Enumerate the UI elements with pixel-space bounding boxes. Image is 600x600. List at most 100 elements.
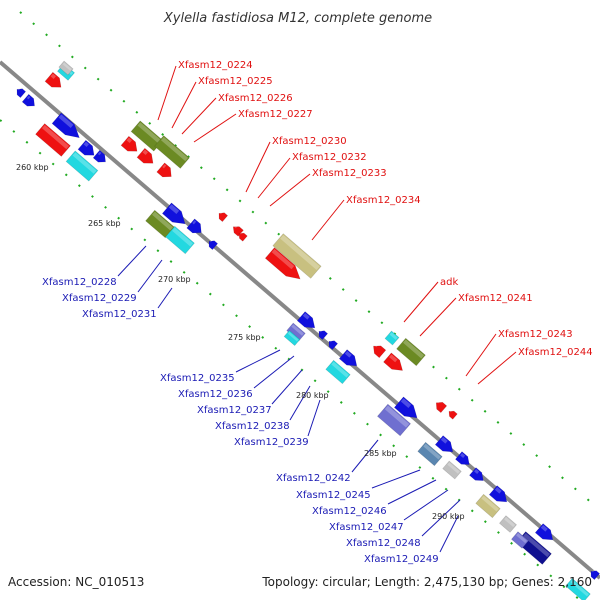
topology-text: Topology: circular; Length: 2,475,130 bp… xyxy=(261,575,592,589)
gene-0248b[interactable] xyxy=(488,485,510,507)
gene-0249b[interactable] xyxy=(511,531,529,549)
gene-0244-highlight xyxy=(449,410,453,413)
gene-260b[interactable] xyxy=(35,123,71,157)
gene-0233[interactable] xyxy=(237,231,248,242)
gene-260c[interactable] xyxy=(77,139,98,160)
leader-0249 xyxy=(439,515,459,553)
gene-0232-highlight xyxy=(234,225,238,229)
gene-label-xfasm12-0232[interactable]: Xfasm12_0232 xyxy=(292,152,367,163)
gene-label-xfasm12-0245[interactable]: Xfasm12_0245 xyxy=(296,490,371,501)
gene-0239[interactable] xyxy=(325,359,351,385)
leader-0227 xyxy=(193,113,237,143)
gene-edge-a[interactable] xyxy=(565,577,591,600)
gene-label-xfasm12-0247[interactable]: Xfasm12_0247 xyxy=(329,522,404,533)
leader-0246 xyxy=(387,479,437,505)
gene-0247[interactable] xyxy=(469,467,486,485)
gene-label-xfasm12-0238[interactable]: Xfasm12_0238 xyxy=(215,421,290,432)
gene-top-c[interactable] xyxy=(58,60,74,76)
gene-0246[interactable] xyxy=(455,451,472,469)
gene-label-xfasm12-0225[interactable]: Xfasm12_0225 xyxy=(198,76,273,87)
gene-0245[interactable] xyxy=(417,441,443,467)
gene-label-xfasm12-0241[interactable]: Xfasm12_0241 xyxy=(458,293,533,304)
gene-0236b[interactable] xyxy=(283,329,301,347)
gene-0231b-highlight xyxy=(192,220,197,225)
kbp-290: 290 kbp xyxy=(432,512,465,521)
gene-0234b[interactable] xyxy=(264,247,304,285)
gene-0244[interactable] xyxy=(447,409,458,420)
leader-0242 xyxy=(351,439,379,473)
gene-label-xfasm12-0244[interactable]: Xfasm12_0244 xyxy=(518,347,593,358)
gene-260a[interactable] xyxy=(51,112,84,143)
gene-0231[interactable] xyxy=(161,202,189,229)
gene-0245c[interactable] xyxy=(442,460,462,480)
gene-260g[interactable] xyxy=(21,93,38,109)
gene-260e[interactable] xyxy=(92,149,109,165)
gene-label-xfasm12-0231[interactable]: Xfasm12_0231 xyxy=(82,309,157,320)
gene-0228[interactable] xyxy=(145,209,175,239)
gene-label-xfasm12-0235[interactable]: Xfasm12_0235 xyxy=(160,373,235,384)
gene-label-xfasm12-0242[interactable]: Xfasm12_0242 xyxy=(276,473,351,484)
gene-label-xfasm12-0234[interactable]: Xfasm12_0234 xyxy=(346,195,421,206)
gene-0236[interactable] xyxy=(296,311,318,333)
gene-label-xfasm12-0236[interactable]: Xfasm12_0236 xyxy=(178,389,253,400)
gene-label-xfasm12-0239[interactable]: Xfasm12_0239 xyxy=(234,437,309,448)
gene-label-xfasm12-0230[interactable]: Xfasm12_0230 xyxy=(272,136,347,147)
gene-0237[interactable] xyxy=(316,328,329,341)
gene-0248[interactable] xyxy=(475,493,501,519)
gene-0241c[interactable] xyxy=(383,352,407,375)
gene-0241c-highlight xyxy=(389,354,398,363)
gene-0248c[interactable] xyxy=(499,515,517,533)
gene-label-xfasm12-0246[interactable]: Xfasm12_0246 xyxy=(312,506,387,517)
gene-0227[interactable] xyxy=(136,147,157,168)
gene-0235[interactable] xyxy=(286,322,306,342)
gene-label-xfasm12-0249[interactable]: Xfasm12_0249 xyxy=(364,554,439,565)
gene-0225[interactable] xyxy=(154,135,190,169)
gene-label-xfasm12-0243[interactable]: Xfasm12_0243 xyxy=(498,329,573,340)
leader-0234 xyxy=(311,199,345,241)
gene-adk[interactable] xyxy=(384,330,400,346)
gene-260f-highlight xyxy=(18,87,21,91)
gene-260f[interactable] xyxy=(14,86,27,99)
gene-0227b[interactable] xyxy=(156,162,175,181)
gene-0248-highlight xyxy=(481,495,499,512)
gene-0245c-highlight xyxy=(447,462,460,474)
gene-label-xfasm12-0248[interactable]: Xfasm12_0248 xyxy=(346,538,421,549)
gene-260e-highlight xyxy=(97,151,102,156)
gene-label-xfasm12-0228[interactable]: Xfasm12_0228 xyxy=(42,277,117,288)
gene-label-adk[interactable]: adk xyxy=(440,277,458,288)
gene-label-xfasm12-0227[interactable]: Xfasm12_0227 xyxy=(238,109,313,120)
gene-0241b[interactable] xyxy=(370,342,387,359)
gene-0238[interactable] xyxy=(338,349,360,371)
gene-label-xfasm12-0224[interactable]: Xfasm12_0224 xyxy=(178,60,253,71)
gene-0231c[interactable] xyxy=(206,238,219,251)
gene-0241[interactable] xyxy=(396,337,426,367)
gene-0237b[interactable] xyxy=(326,338,339,351)
gene-0242b[interactable] xyxy=(393,396,421,423)
gene-0243[interactable] xyxy=(433,399,448,414)
gene-0249b-highlight xyxy=(516,533,528,544)
gene-0245b[interactable] xyxy=(434,435,456,457)
gene-260d[interactable] xyxy=(65,150,99,182)
gene-0236b-highlight xyxy=(287,331,299,342)
gene-adk-highlight xyxy=(389,332,398,340)
gene-edge-b[interactable] xyxy=(588,568,600,581)
gene-0246-highlight xyxy=(460,453,466,458)
leader-0225 xyxy=(171,81,197,129)
gene-label-xfasm12-0233[interactable]: Xfasm12_0233 xyxy=(312,168,387,179)
gene-0224[interactable] xyxy=(130,120,164,152)
gene-top-a[interactable] xyxy=(44,71,65,92)
leader-0231 xyxy=(157,287,173,309)
gene-0229[interactable] xyxy=(165,225,195,255)
gene-0234[interactable] xyxy=(272,233,322,279)
gene-label-xfasm12-0226[interactable]: Xfasm12_0226 xyxy=(218,93,293,104)
gene-label-xfasm12-0229[interactable]: Xfasm12_0229 xyxy=(62,293,137,304)
gene-0231b[interactable] xyxy=(186,218,205,237)
leader-0248 xyxy=(421,499,461,537)
gene-0249c[interactable] xyxy=(534,523,556,545)
gene-0242[interactable] xyxy=(376,403,412,437)
gene-label-xfasm12-0237[interactable]: Xfasm12_0237 xyxy=(197,405,272,416)
gene-0230[interactable] xyxy=(216,210,229,223)
gene-0242b-highlight xyxy=(400,398,412,408)
gene-0226[interactable] xyxy=(120,135,141,156)
gene-0232[interactable] xyxy=(231,224,244,237)
